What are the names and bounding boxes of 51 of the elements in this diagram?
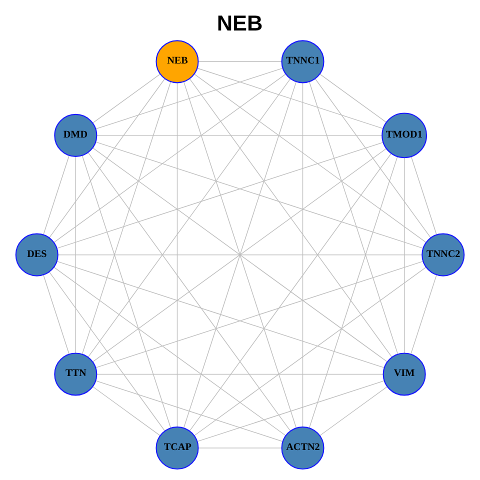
connector <box>54 74 286 243</box>
connector <box>92 386 161 436</box>
connector <box>95 68 284 130</box>
connector <box>308 81 398 355</box>
node-circle: DMD <box>54 114 98 157</box>
node-circle: TTN <box>54 352 98 396</box>
node-circle: DES <box>15 233 58 276</box>
connector <box>43 274 70 355</box>
connector <box>197 68 384 129</box>
connector <box>189 78 392 358</box>
connector <box>88 78 291 358</box>
connector <box>314 78 432 238</box>
connector <box>58 254 422 256</box>
connector <box>197 380 385 442</box>
connector <box>96 135 382 136</box>
connector <box>95 142 424 249</box>
connector <box>176 82 178 428</box>
connector <box>88 152 291 432</box>
node-circle: ACTN2 <box>281 426 324 470</box>
connector <box>302 82 304 428</box>
connector <box>319 386 388 436</box>
connector <box>75 156 76 354</box>
connector <box>43 155 70 236</box>
connector <box>82 81 172 355</box>
connector <box>308 156 398 428</box>
connector <box>410 156 437 236</box>
connector <box>82 155 172 428</box>
connector <box>56 260 385 368</box>
node-circle: TMOD1 <box>382 112 428 158</box>
diagram-title: NEB <box>216 10 263 36</box>
connector <box>198 61 282 62</box>
connector <box>48 78 166 238</box>
node-circle: VIM <box>382 352 426 396</box>
connector <box>48 272 166 432</box>
connector <box>194 266 426 436</box>
connector <box>410 274 437 355</box>
connector <box>54 266 286 436</box>
connector <box>194 74 426 243</box>
node-circle: TNNC1 <box>281 40 324 84</box>
connector <box>92 74 161 124</box>
node-circle: NEB <box>156 40 199 84</box>
connector <box>95 380 284 442</box>
node-circle: TCAP <box>156 426 199 470</box>
connector <box>96 374 384 375</box>
connector <box>183 81 297 428</box>
connector <box>404 157 405 354</box>
connector <box>95 260 424 368</box>
connector <box>56 142 384 249</box>
connector <box>189 153 392 432</box>
connector <box>319 74 387 123</box>
node-circle: TNNC2 <box>422 233 465 276</box>
